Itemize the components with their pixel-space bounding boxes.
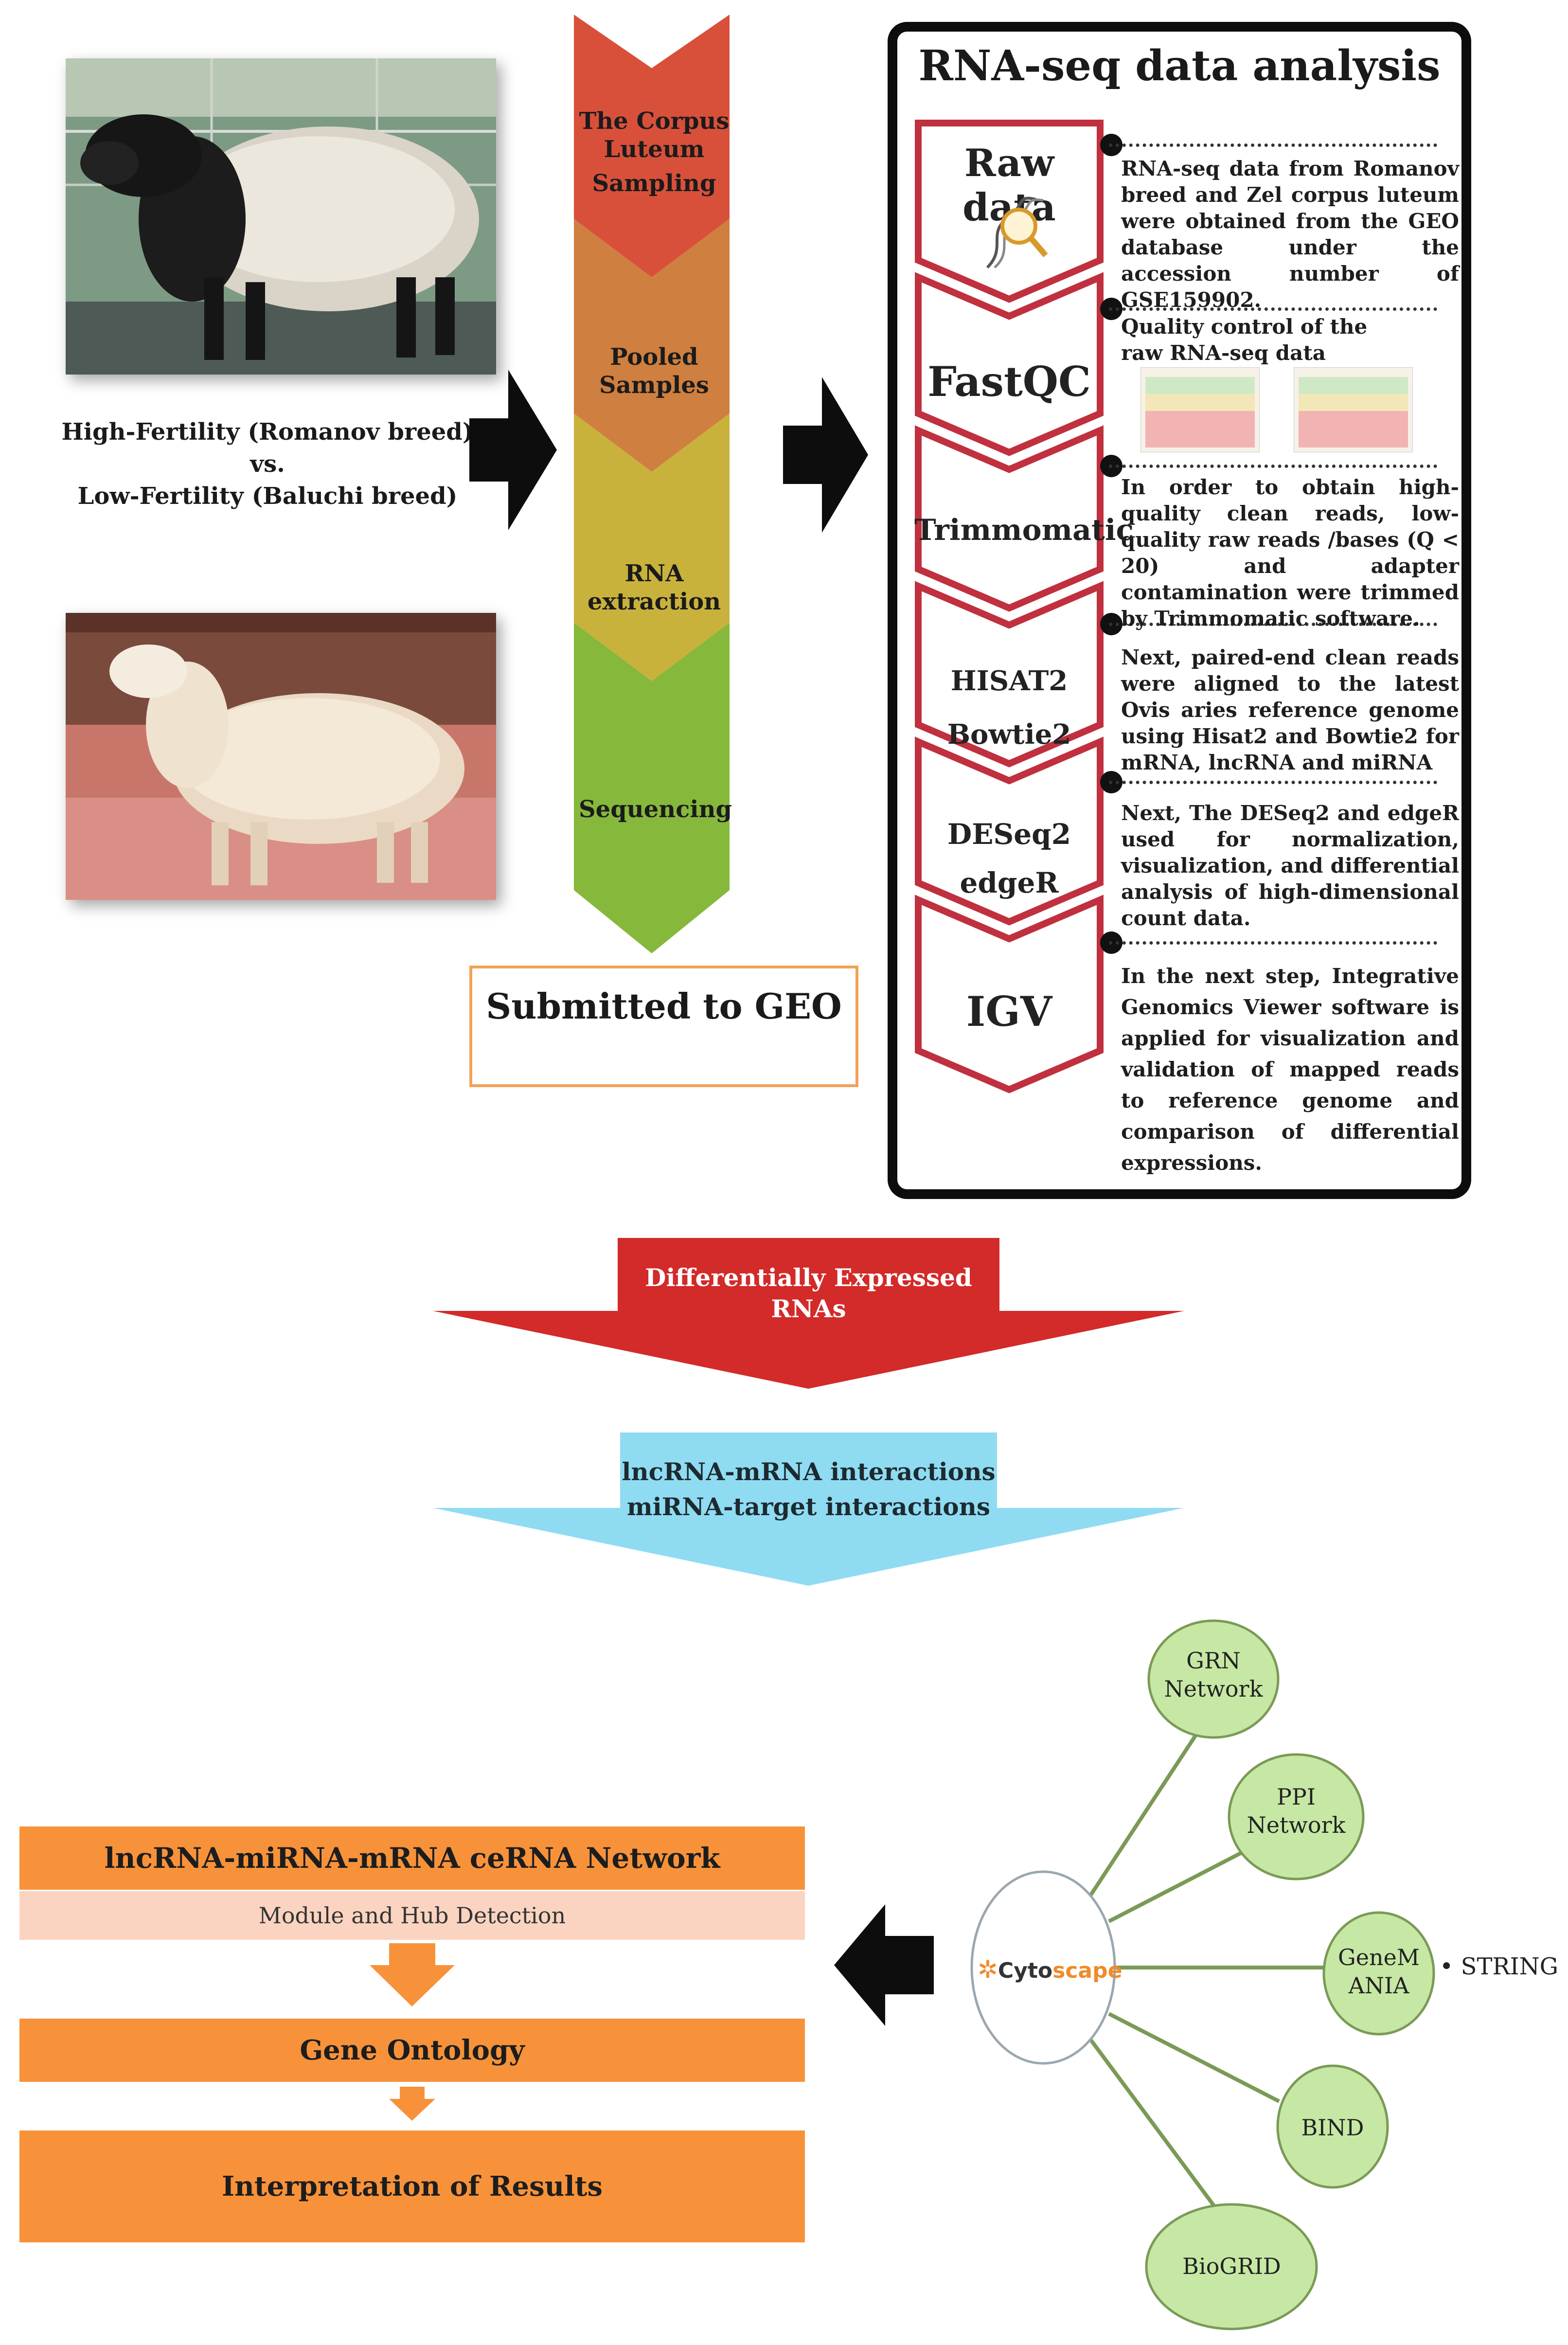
cytoscape-logo-icon: ✲ — [978, 1955, 998, 1984]
arrow-right-icon — [469, 370, 557, 530]
chevron-pooled — [574, 219, 730, 472]
trimmomatic-description: In order to obtain high-quality clean re… — [1121, 475, 1459, 630]
ppi-network-node — [1228, 1753, 1365, 1880]
fastqc-label: FastQC — [927, 358, 1091, 406]
chevron-sampling — [574, 15, 730, 277]
deseq2-label: DESeq2 edgeR — [947, 818, 1071, 899]
genemania-node — [1322, 1911, 1435, 2036]
fastqc-description: Quality control of the raw RNA-seq data — [1121, 315, 1368, 365]
step-rna-label: RNA extraction — [587, 560, 721, 615]
interactions-label: lncRNA-mRNA interactions miRNA-target in… — [622, 1457, 996, 1521]
network-edges — [1087, 1725, 1333, 2210]
raw-data-label: Raw data — [962, 141, 1056, 230]
string-label: • STRING — [1440, 1953, 1558, 1980]
biogrid-label: BioGRID — [1182, 2253, 1281, 2279]
cytoscape-logo: ✲Cytoscape — [978, 1955, 1123, 1984]
dotted-divider — [1109, 465, 1437, 468]
submitted-to-geo-box: Submitted to GEO — [469, 966, 858, 1087]
raw-data-description: RNA-seq data from Romanov breed and Zel … — [1121, 157, 1459, 312]
quality-plot-thumbnail — [1140, 367, 1260, 452]
chevron-sequencing — [574, 623, 730, 953]
quality-plot-thumbnail — [1294, 367, 1413, 452]
cerna-network-bar: lncRNA-miRNA-mRNA ceRNA Network Construc… — [19, 1826, 805, 1938]
baluchi-sheep-photo — [66, 613, 496, 900]
step-sequencing-label: Sequencing — [579, 796, 732, 823]
trimmomatic-label: Trimmomatic — [914, 513, 1134, 547]
deseq2-description: Next, The DESeq2 and edgeR used for norm… — [1121, 801, 1459, 930]
hisat2-label: HISAT2 Bowtie2 — [947, 665, 1071, 751]
dna-magnifier-icon — [986, 197, 1048, 269]
bind-node — [1276, 2064, 1389, 2189]
high-fertility-label: High-Fertility (Romanov breed) — [61, 418, 474, 446]
dotted-divider — [1109, 623, 1437, 626]
dotted-divider — [1109, 307, 1437, 311]
dotted-divider — [1109, 143, 1437, 147]
arrow-left-icon — [834, 1904, 934, 2026]
fertility-comparison: High-Fertility (Romanov breed) vs. Low-F… — [58, 416, 477, 512]
deg-label: Differentially Expressed RNAs — [645, 1263, 972, 1323]
bind-label: BIND — [1301, 2114, 1364, 2141]
step-pooled-label: Pooled Samples — [599, 343, 709, 399]
low-fertility-label: Low-Fertility (Baluchi breed) — [77, 483, 458, 510]
igv-description: In the next step, Integrative Genomics V… — [1121, 964, 1459, 1175]
arrow-down-icon — [389, 2087, 435, 2121]
interpretation-bar: Interpretation of Results — [19, 2130, 805, 2242]
module-hub-bar: Module and Hub Detection — [19, 1891, 805, 1940]
vs-label: vs. — [250, 450, 285, 478]
arrow-down-icon — [370, 1943, 455, 2006]
panel-title: RNA-seq data analysis — [918, 41, 1441, 90]
sampling-pipeline-chevron — [574, 15, 730, 953]
submitted-label: Submitted to GEO — [486, 985, 842, 1027]
biogrid-node — [1145, 2203, 1318, 2330]
hisat2-description: Next, paired-end clean reads were aligne… — [1121, 645, 1459, 774]
chevron-rna — [574, 413, 730, 681]
arrow-right-icon — [783, 377, 868, 533]
analysis-chevrons — [915, 120, 1104, 1093]
gene-ontology-bar: Gene Ontology — [19, 2019, 805, 2082]
grn-network-node — [1147, 1619, 1280, 1739]
dotted-divider — [1109, 941, 1437, 945]
step-sampling-label: The Corpus Luteum Sampling — [579, 107, 730, 197]
differentially-expressed-arrow — [433, 1238, 1184, 1389]
cytoscape-node — [970, 1870, 1116, 2065]
dotted-divider — [1109, 781, 1437, 784]
interactions-arrow — [433, 1432, 1184, 1586]
igv-label: IGV — [966, 987, 1052, 1036]
romanov-sheep-photo — [66, 58, 496, 375]
